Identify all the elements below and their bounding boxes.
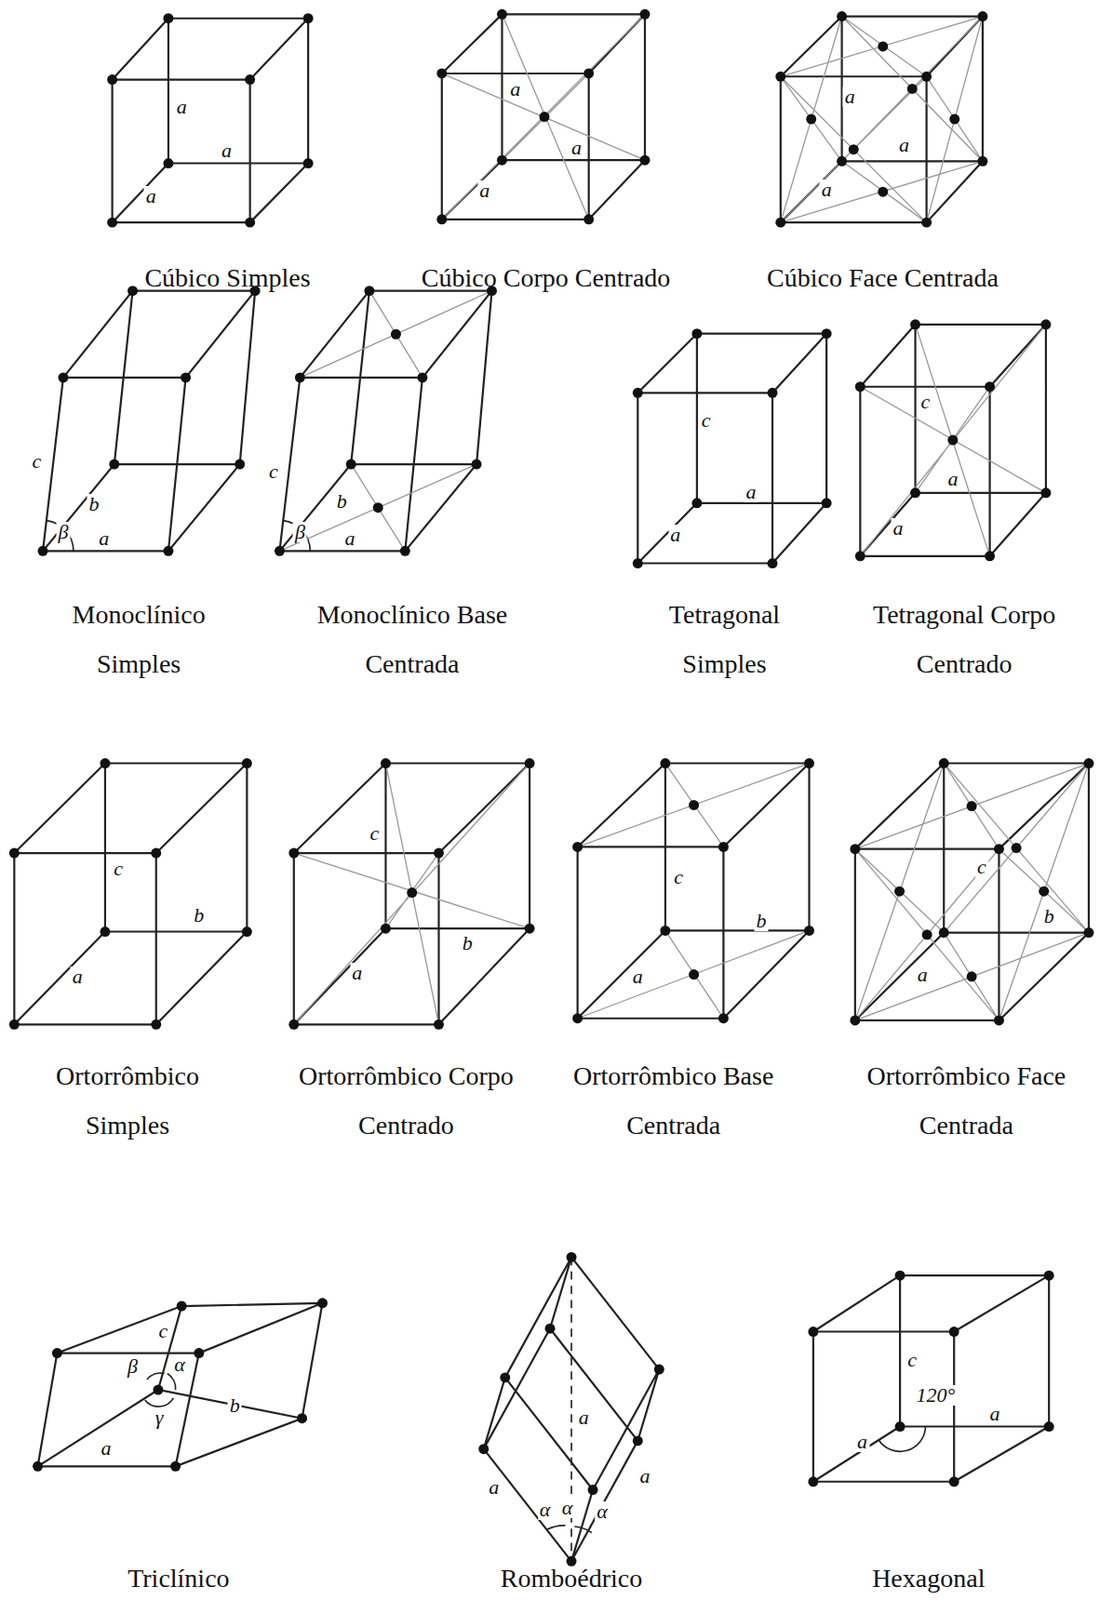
- axis-label: a: [668, 524, 683, 546]
- axis-label: c: [111, 858, 125, 880]
- axis-label: a: [486, 1477, 501, 1499]
- axis-label: a: [569, 137, 584, 159]
- axis-label: a: [946, 469, 961, 490]
- axis-label: γ: [153, 1408, 166, 1429]
- axis-label: c: [30, 451, 44, 472]
- axis-label: 120°: [914, 1385, 958, 1407]
- axis-label: a: [144, 186, 159, 207]
- axis-label: a: [576, 1408, 591, 1429]
- axis-label: β: [125, 1356, 140, 1378]
- axis-label: c: [157, 1321, 171, 1342]
- axis-label: a: [477, 180, 492, 202]
- axis-label: b: [86, 494, 101, 515]
- lattice-caption: Cúbico Face Centrada: [766, 253, 999, 303]
- axis-label: c: [368, 823, 382, 845]
- axis-label: α: [537, 1500, 553, 1521]
- axis-label: β: [293, 522, 308, 543]
- axis-label: β: [55, 522, 70, 543]
- lattice-caption: Monoclínico Simples: [45, 590, 232, 689]
- lattice-caption: Hexagonal: [871, 1554, 985, 1600]
- lattice-caption: Tetragonal Corpo Centrado: [847, 590, 1081, 689]
- axis-label: α: [172, 1354, 188, 1376]
- lattice-caption: Ortorrômbico Corpo Centrado: [273, 1051, 539, 1151]
- axis-label: a: [508, 79, 523, 100]
- lattice-caption: Ortorrômbico Face Centrada: [845, 1051, 1087, 1151]
- lattice-caption: Tetragonal Simples: [630, 590, 818, 689]
- axis-label: c: [699, 410, 713, 431]
- axis-label: α: [594, 1502, 610, 1523]
- lattice-caption: Cúbico Simples: [144, 253, 310, 303]
- axis-label: a: [219, 140, 234, 161]
- axis-label: a: [744, 482, 759, 503]
- axis-label: a: [70, 966, 85, 988]
- axis-label: a: [988, 1404, 1003, 1425]
- lattice-caption: Monoclínico Base Centrada: [295, 590, 529, 689]
- axis-label: a: [855, 1432, 870, 1453]
- axis-label: b: [753, 911, 768, 932]
- axis-label: b: [335, 491, 349, 512]
- axis-label: a: [897, 134, 912, 156]
- axis-label: a: [343, 528, 358, 550]
- lattice-caption: Ortorrômbico Base Centrada: [545, 1051, 802, 1151]
- axis-label: α: [560, 1498, 576, 1519]
- axis-label: a: [843, 86, 858, 108]
- axis-label: a: [890, 518, 905, 539]
- lattice-caption: Triclínico: [127, 1554, 229, 1600]
- axis-label: b: [460, 933, 475, 954]
- lattice-caption: Cúbico Corpo Centrado: [421, 253, 671, 303]
- lattice-caption: Romboédrico: [500, 1554, 643, 1600]
- axis-label: a: [637, 1466, 652, 1488]
- axis-label: c: [671, 867, 685, 888]
- axis-label: a: [96, 528, 111, 550]
- axis-label: c: [905, 1350, 919, 1371]
- axis-label: c: [919, 391, 933, 413]
- axis-label: a: [819, 179, 834, 201]
- axis-label: b: [228, 1395, 242, 1417]
- axis-label: b: [191, 905, 206, 926]
- axis-label: a: [915, 965, 930, 986]
- axis-label: a: [99, 1438, 114, 1460]
- axis-label: c: [975, 857, 989, 878]
- axis-label: a: [174, 96, 189, 118]
- axis-label: b: [1042, 906, 1057, 927]
- axis-label: c: [267, 461, 281, 483]
- axis-label: a: [630, 966, 645, 988]
- lattice-caption: Ortorrômbico Simples: [25, 1051, 230, 1151]
- axis-label: a: [349, 963, 364, 984]
